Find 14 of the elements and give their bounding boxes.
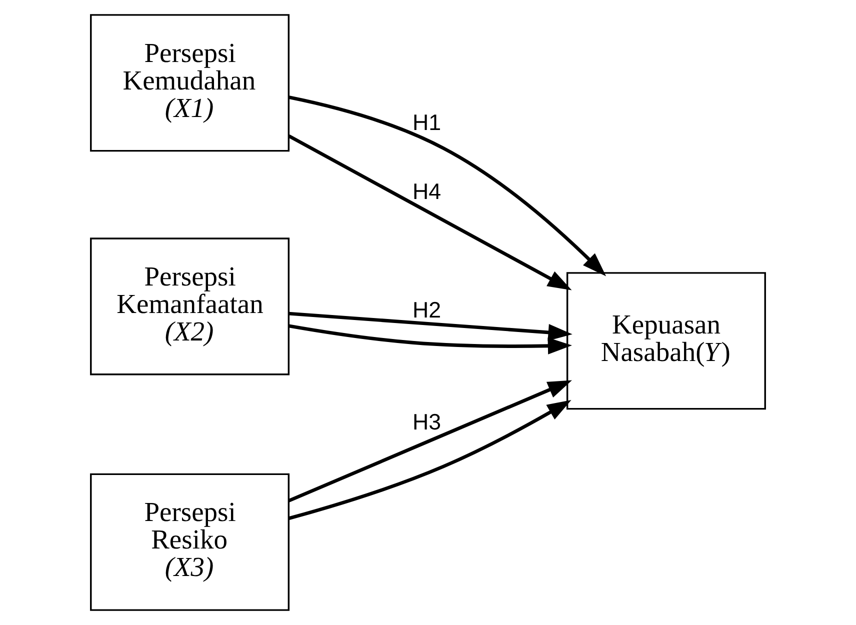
edge-label: H1 (412, 110, 442, 136)
arrow (288, 134, 572, 290)
node-box: Persepsi Kemanfaatan (X2) (90, 238, 290, 376)
node-box: Persepsi Kemudahan (X1) (90, 14, 290, 152)
arrow (288, 96, 606, 276)
node-box: Persepsi Resiko (X3) (90, 473, 290, 611)
arrow (288, 400, 572, 520)
arrow (288, 380, 572, 502)
edge-label: H4 (412, 178, 442, 204)
edge-label: H2 (412, 297, 442, 322)
arrow (288, 312, 572, 341)
node-box: Kepuasan Nasabah(Y) (566, 272, 766, 410)
edge-label: H3 (412, 409, 442, 434)
arrow (288, 324, 572, 354)
